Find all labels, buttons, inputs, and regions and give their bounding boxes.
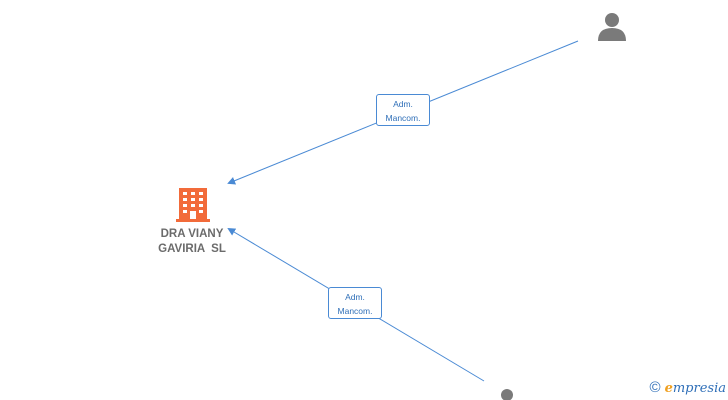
edge-role-type: Mancom. [385,113,421,123]
edge-label: Adm. Mancom. [328,287,382,319]
copyright-icon: © [649,379,661,396]
edge-role: Adm. [345,292,365,302]
watermark: ©empresia [650,379,726,396]
brand-initial: e [664,381,673,396]
company-name[interactable]: DRA VIANY GAVIRIA SL [158,228,226,255]
edge-role-type: Mancom. [337,306,373,316]
person-icon[interactable] [598,13,626,41]
edge-label: Adm. Mancom. [376,94,430,126]
edge-role: Adm. [393,99,413,109]
person-icon[interactable] [494,389,520,400]
brand-name: mpresia [672,381,726,396]
building-icon[interactable] [176,188,210,222]
